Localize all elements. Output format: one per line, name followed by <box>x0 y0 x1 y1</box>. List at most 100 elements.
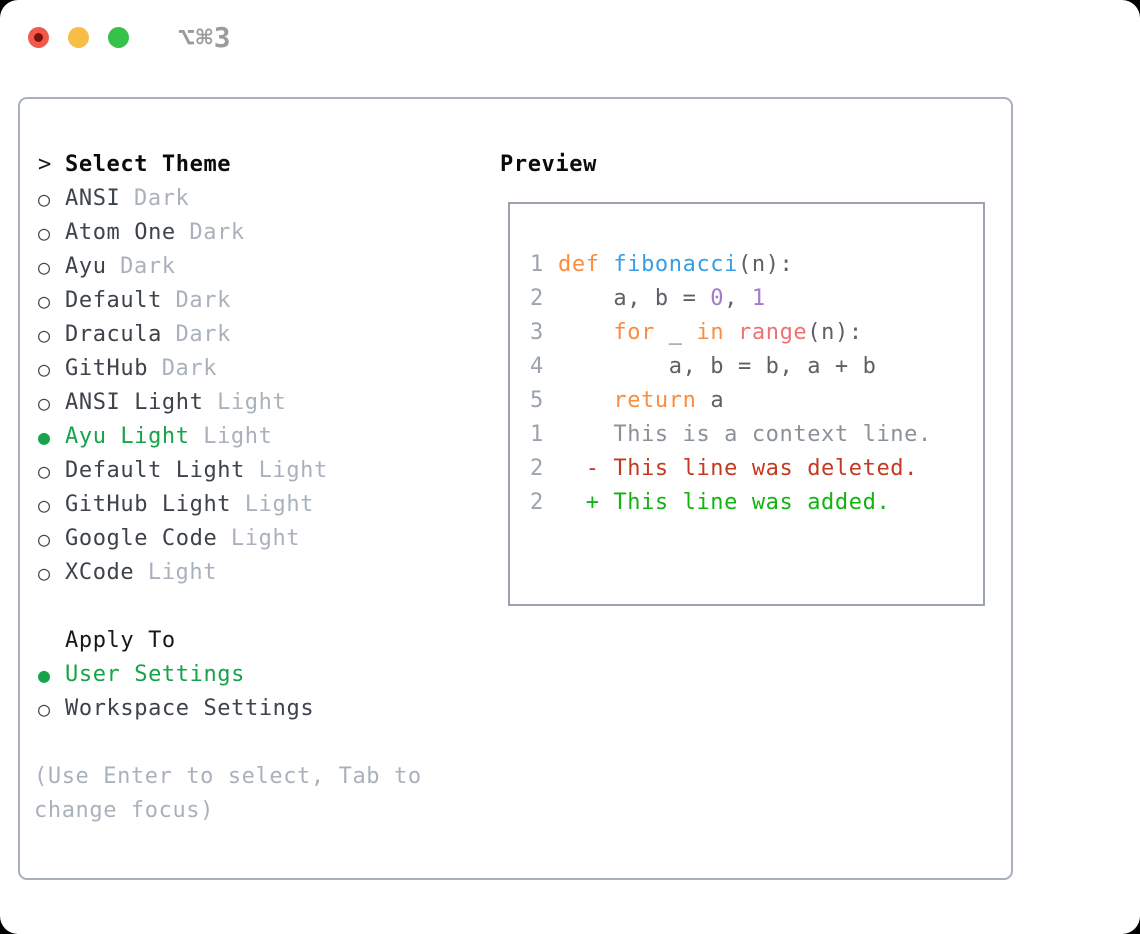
theme-option-google-code[interactable]: ○ Google Code Light <box>38 522 500 556</box>
spacer <box>38 590 500 624</box>
line-number: 4 <box>530 354 544 379</box>
code-token: for <box>613 320 655 345</box>
theme-name: XCode <box>65 560 135 585</box>
zoom-button[interactable] <box>108 27 129 48</box>
theme-option-github[interactable]: ○ GitHub Dark <box>38 352 500 386</box>
theme-name: Ayu <box>65 254 107 279</box>
theme-variant: Light <box>244 492 315 517</box>
theme-variant: Light <box>203 424 273 449</box>
line-number: 1 <box>530 252 544 277</box>
radio-selected-icon: ● <box>38 663 51 687</box>
window-title: ⌥⌘3 <box>178 21 232 54</box>
theme-variant: Dark <box>175 322 231 347</box>
radio-unselected-icon: ○ <box>38 289 51 313</box>
minimize-button[interactable] <box>68 27 89 48</box>
theme-name: Dracula <box>65 322 162 347</box>
code-line: 5 return a <box>530 384 983 418</box>
code-token: a <box>696 388 725 413</box>
close-button[interactable] <box>28 27 49 48</box>
hint-line-1: (Use Enter to select, Tab to <box>34 764 422 789</box>
preview-title: Preview <box>500 152 597 177</box>
line-number: 5 <box>530 388 544 413</box>
spacer <box>38 726 500 760</box>
code-token: fibonacci <box>613 252 738 277</box>
code-token <box>724 316 738 350</box>
theme-option-xcode[interactable]: ○ XCode Light <box>38 556 500 590</box>
code-token: a, b = <box>558 286 711 311</box>
radio-unselected-icon: ○ <box>38 527 51 551</box>
theme-name: GitHub Light <box>65 492 232 517</box>
select-theme-header: > Select Theme <box>38 148 500 182</box>
radio-unselected-icon: ○ <box>38 255 51 279</box>
code-line: 4 a, b = b, a + b <box>530 350 983 384</box>
code-token: (n): <box>807 320 863 345</box>
radio-unselected-icon: ○ <box>38 187 51 211</box>
theme-option-ansi[interactable]: ○ ANSI Dark <box>38 182 500 216</box>
code-token: return <box>613 388 697 413</box>
radio-unselected-icon: ○ <box>38 323 51 347</box>
line-number: 2 <box>530 286 544 311</box>
theme-option-dracula[interactable]: ○ Dracula Dark <box>38 318 500 352</box>
theme-variant: Dark <box>189 220 245 245</box>
theme-variant: Light <box>147 560 218 585</box>
code-token <box>558 316 613 350</box>
apply-option-workspace-settings[interactable]: ○ Workspace Settings <box>38 692 500 726</box>
line-number: 2 <box>530 456 544 481</box>
line-number: 3 <box>530 320 544 345</box>
apply-to-list: ●User Settings ○ Workspace Settings <box>38 658 500 726</box>
theme-name: ANSI Light <box>65 390 204 415</box>
apply-to-header: Apply To <box>38 624 500 658</box>
radio-unselected-icon: ○ <box>38 459 51 483</box>
line-number: 2 <box>530 490 544 515</box>
code-token: (n): <box>738 252 794 277</box>
code-token <box>558 384 613 418</box>
apply-option-user-settings[interactable]: ●User Settings <box>38 658 500 692</box>
titlebar: ⌥⌘3 <box>0 0 1140 97</box>
hint-line-2: change focus) <box>34 798 214 823</box>
apply-to-indent <box>38 624 65 658</box>
theme-option-ansi-light[interactable]: ○ ANSI Light Light <box>38 386 500 420</box>
radio-unselected-icon: ○ <box>38 561 51 585</box>
theme-name: Atom One <box>65 220 176 245</box>
theme-option-atom-one[interactable]: ○ Atom One Dark <box>38 216 500 250</box>
theme-name: Google Code <box>65 526 218 551</box>
code-token: range <box>738 320 808 345</box>
apply-option-label: Workspace Settings <box>65 696 315 721</box>
radio-unselected-icon: ○ <box>38 697 51 721</box>
theme-variant: Dark <box>134 186 190 211</box>
theme-option-github-light[interactable]: ○ GitHub Light Light <box>38 488 500 522</box>
theme-variant: Light <box>217 390 287 415</box>
radio-unselected-icon: ○ <box>38 357 51 381</box>
code-token: 1 <box>751 286 766 311</box>
code-token: def <box>558 252 614 277</box>
code-token: - This line was deleted. <box>558 456 918 481</box>
code-token: a, b = b, a + b <box>558 354 877 379</box>
theme-name: Default Light <box>65 458 245 483</box>
theme-name: GitHub <box>65 356 149 381</box>
theme-variant: Light <box>230 526 301 551</box>
code-line: 3 for _ in range(n): <box>530 316 983 350</box>
theme-variant: Light <box>258 458 328 483</box>
radio-unselected-icon: ○ <box>38 391 51 415</box>
radio-unselected-icon: ○ <box>38 493 51 517</box>
code-token: + This line was added. <box>558 490 891 515</box>
theme-name: Default <box>65 288 162 313</box>
theme-name: ANSI <box>65 186 121 211</box>
code-token: This is a context line. <box>558 422 932 447</box>
theme-variant: Dark <box>161 356 218 381</box>
theme-name: Ayu Light <box>65 424 190 449</box>
hint-text: (Use Enter to select, Tab to change focu… <box>34 760 500 828</box>
theme-option-default-light[interactable]: ○ Default Light Light <box>38 454 500 488</box>
line-number: 1 <box>530 422 544 447</box>
radio-unselected-icon: ○ <box>38 221 51 245</box>
